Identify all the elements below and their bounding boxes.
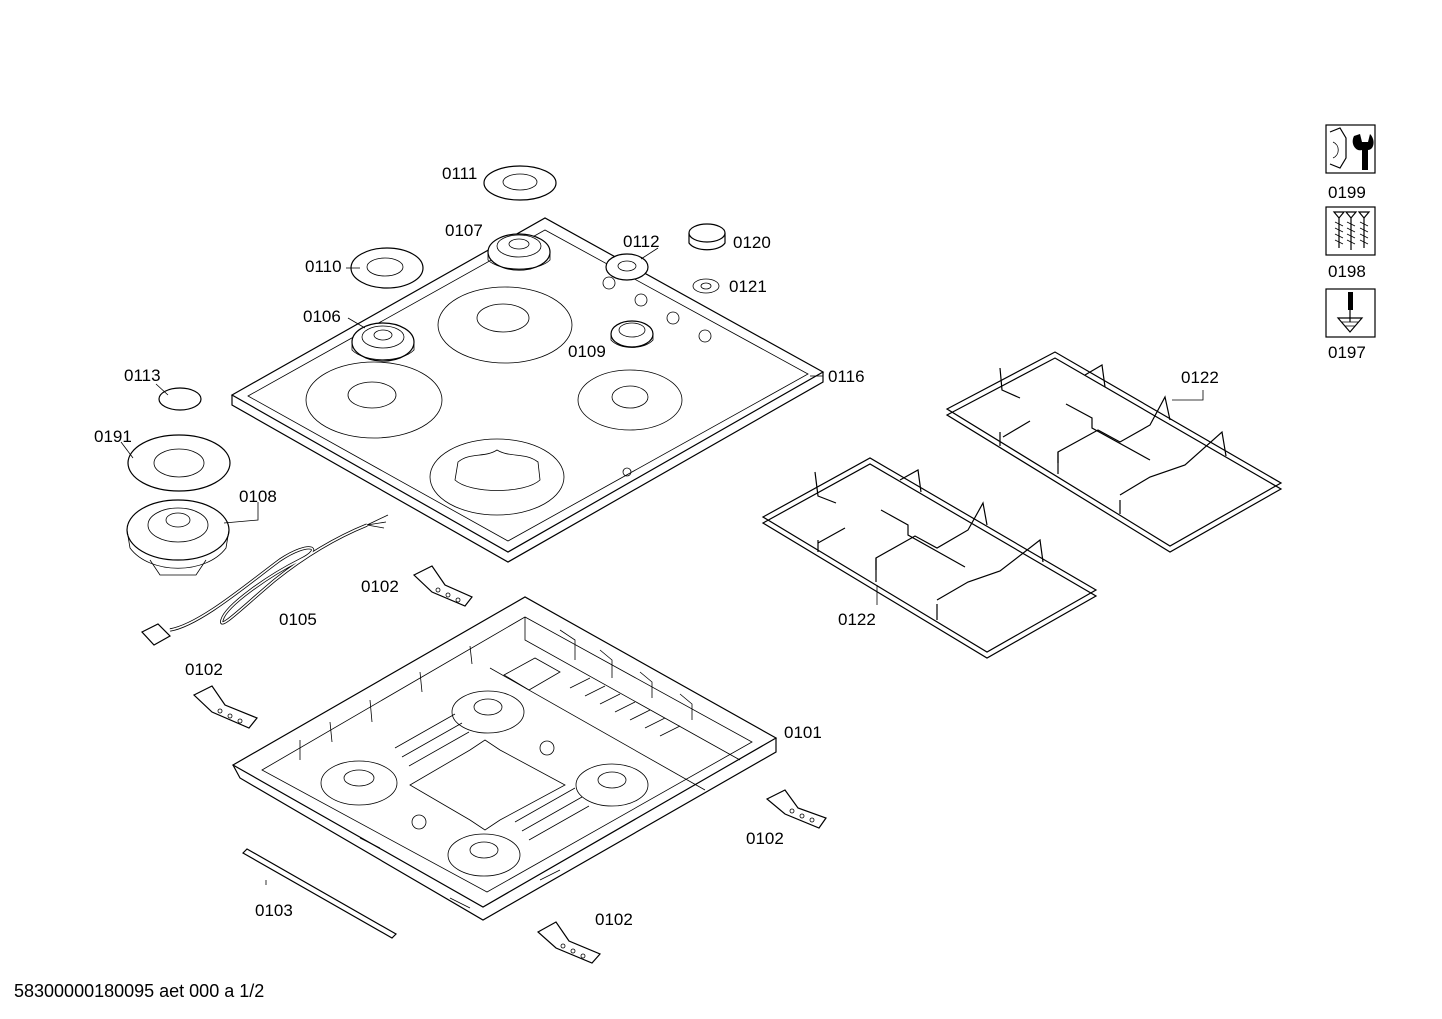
- large-cap-part: [127, 434, 231, 492]
- wrench-nut-icon: [1325, 124, 1376, 174]
- label-0113: 0113: [124, 366, 161, 385]
- wok-burner-part: [126, 499, 230, 576]
- label-0102: 0102: [595, 910, 633, 929]
- burner-cap-part: [483, 165, 557, 201]
- hob-top-part: [230, 217, 825, 563]
- pan-support-part: [761, 457, 1098, 659]
- label-0191: 0191: [94, 427, 132, 446]
- burner-crown-part: [351, 322, 415, 362]
- screwdriver-icon: [1325, 288, 1376, 338]
- mounting-bracket-part: [412, 565, 473, 607]
- document-code: 58300000180095 aet 000 a 1/2: [14, 981, 265, 1001]
- label-0120: 0120: [733, 233, 771, 252]
- mounting-bracket-part: [192, 685, 258, 729]
- label-0109: 0109: [568, 342, 606, 361]
- label-0122: 0122: [1181, 368, 1219, 387]
- label-0199: 0199: [1328, 183, 1366, 202]
- label-0101: 0101: [784, 723, 822, 742]
- seal-strip-part: [242, 848, 397, 939]
- mounting-bracket-part: [765, 789, 827, 829]
- label-0197: 0197: [1328, 343, 1366, 362]
- small-cap-part: [158, 387, 202, 411]
- ignition-cable-part: [141, 514, 389, 646]
- mounting-bracket-part: [536, 921, 602, 964]
- label-0107: 0107: [445, 221, 483, 240]
- label-0116: 0116: [828, 367, 865, 386]
- label-0110: 0110: [305, 257, 342, 276]
- label-0102: 0102: [185, 660, 223, 679]
- burner-cap-part: [350, 247, 424, 289]
- label-0198: 0198: [1328, 262, 1366, 281]
- part-labels: 0111 0107 0112 0120 0110 0121 0106 0109 …: [94, 164, 1219, 929]
- label-0103: 0103: [255, 901, 293, 920]
- burner-crown-part: [487, 233, 551, 271]
- screws-icon: [1325, 206, 1376, 256]
- label-0102: 0102: [361, 577, 399, 596]
- pan-support-part: [945, 351, 1283, 553]
- leader-lines: [120, 247, 1204, 605]
- label-0108: 0108: [239, 487, 277, 506]
- label-0111: 0111: [442, 164, 477, 183]
- label-0122: 0122: [838, 610, 876, 629]
- burner-cap-part: [605, 253, 649, 281]
- knob-part: [688, 223, 726, 251]
- label-0121: 0121: [729, 277, 767, 296]
- label-0112: 0112: [623, 232, 660, 251]
- spring-clip-part: [692, 278, 720, 294]
- bottom-tray-part: [231, 596, 778, 921]
- burner-crown-part: [610, 320, 654, 348]
- label-0105: 0105: [279, 610, 317, 629]
- label-0102: 0102: [746, 829, 784, 848]
- label-0106: 0106: [303, 307, 341, 326]
